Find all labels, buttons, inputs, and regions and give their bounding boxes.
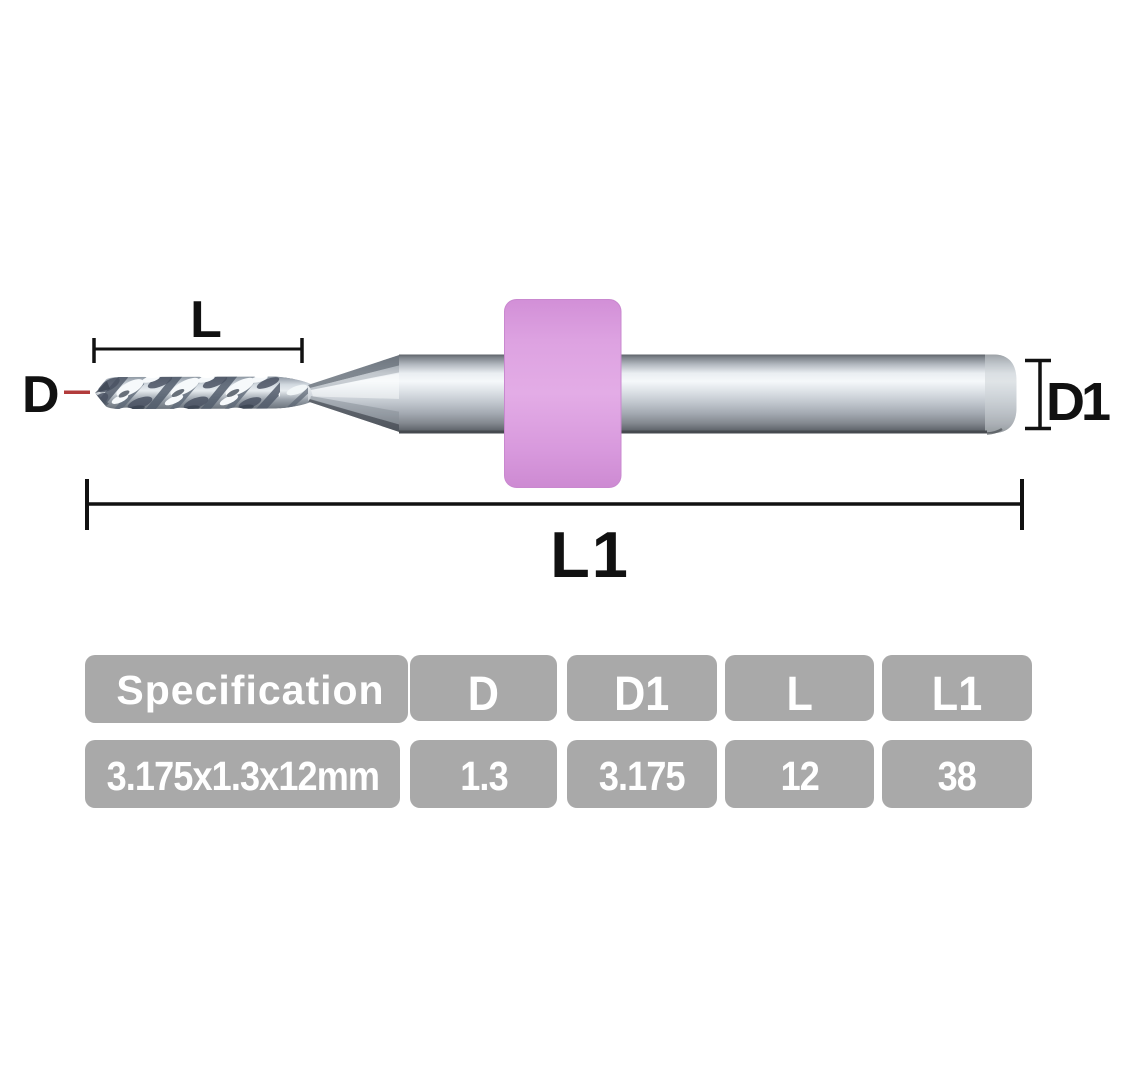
svg-text:L: L	[190, 291, 222, 349]
svg-text:L1: L1	[550, 518, 630, 591]
svg-text:D: D	[22, 366, 60, 424]
svg-text:D1: D1	[1046, 372, 1110, 432]
